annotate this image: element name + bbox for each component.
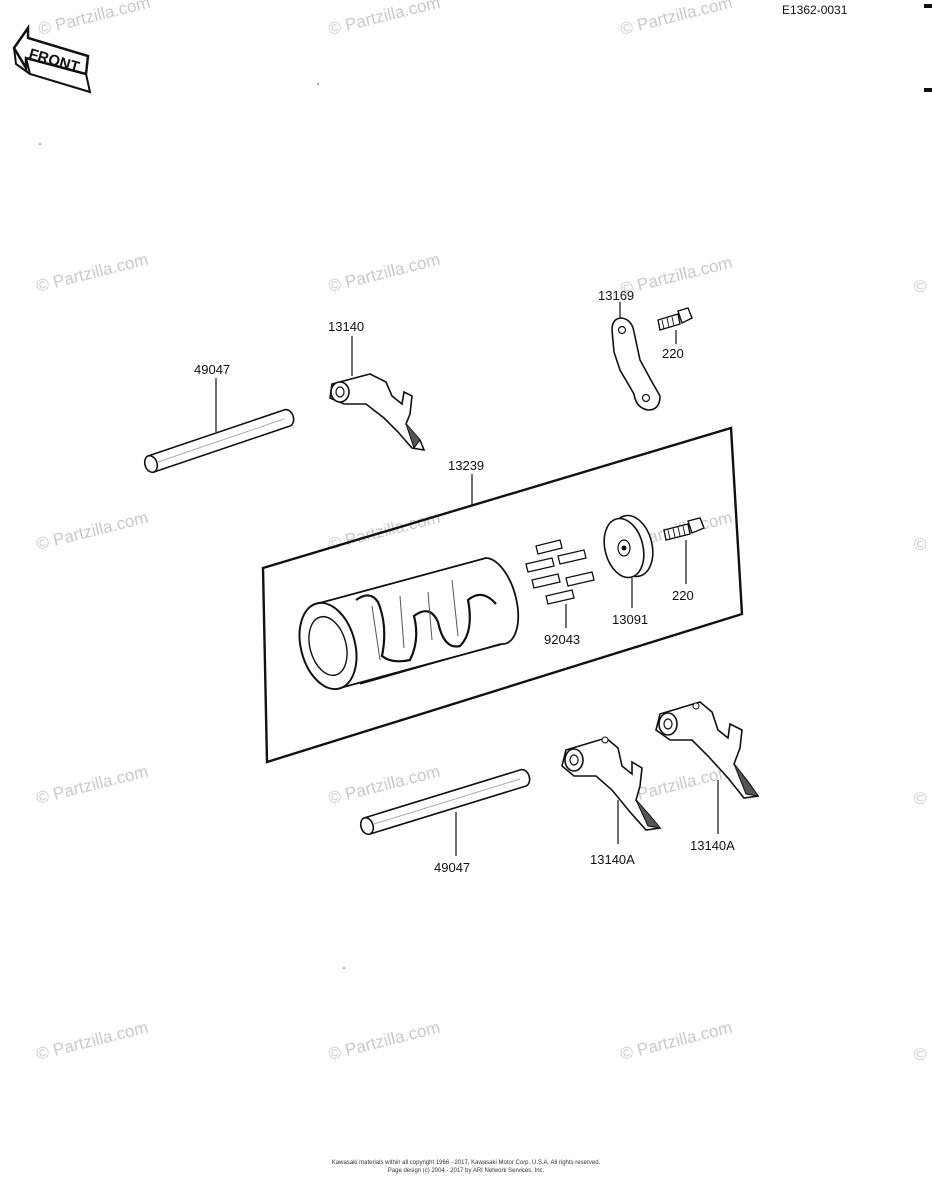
part-label-13169[interactable]: 13169	[598, 288, 634, 303]
part-label-13140[interactable]: 13140	[328, 319, 364, 334]
shift-drum[interactable]	[291, 557, 520, 695]
watermark: ©	[914, 535, 927, 554]
watermark: ©	[914, 789, 927, 808]
footer-copyright: Kawasaki materials within all copyright …	[331, 1160, 601, 1166]
watermark: © Partzilla.com	[618, 253, 734, 299]
watermark: © Partzilla.com	[34, 250, 150, 296]
speck	[39, 143, 41, 145]
part-label-49047-lower[interactable]: 49047	[434, 860, 470, 875]
shift-fork-a-right[interactable]	[655, 701, 760, 799]
front-arrow-icon: FRONT	[12, 24, 92, 94]
watermark: © Partzilla.com	[618, 0, 734, 39]
watermark: ©	[914, 1045, 927, 1064]
watermark: © Partzilla.com	[34, 1018, 150, 1064]
part-label-49047-upper[interactable]: 49047	[194, 362, 230, 377]
shift-fork-a-left[interactable]	[561, 736, 662, 831]
edge-mark	[924, 88, 932, 92]
watermark: © Partzilla.com	[34, 508, 150, 554]
shaft-upper[interactable]	[143, 408, 295, 474]
speck	[317, 83, 319, 85]
part-label-13239[interactable]: 13239	[448, 458, 484, 473]
watermark: © Partzilla.com	[618, 1018, 734, 1064]
watermark: © Partzilla.com	[326, 250, 442, 296]
part-label-220-upper[interactable]: 220	[662, 346, 684, 361]
bolt-lower[interactable]	[663, 517, 705, 541]
watermark: © Partzilla.com	[326, 1018, 442, 1064]
speck	[343, 967, 345, 969]
shaft-lower[interactable]	[359, 768, 531, 836]
holder[interactable]	[598, 511, 659, 582]
watermark: © Partzilla.com	[34, 762, 150, 808]
footer-design: Page design (c) 2004 - 2017 by ARI Netwo…	[387, 1168, 545, 1174]
part-label-92043[interactable]: 92043	[544, 632, 580, 647]
bolt-upper[interactable]	[657, 307, 693, 331]
watermark-layer: © Partzilla.com © Partzilla.com © Partzi…	[34, 0, 927, 1064]
watermark: © Partzilla.com	[36, 0, 152, 39]
watermark: © Partzilla.com	[326, 0, 442, 39]
edge-mark	[924, 4, 932, 8]
drawing-code: E1362-0031	[782, 3, 848, 17]
plate[interactable]	[611, 317, 661, 411]
watermark: ©	[914, 277, 927, 296]
part-label-220-lower[interactable]: 220	[672, 588, 694, 603]
drum-assembly-frame	[261, 426, 744, 764]
pins[interactable]	[525, 539, 595, 605]
part-label-13140A-right[interactable]: 13140A	[690, 838, 735, 853]
shift-fork-upper[interactable]	[329, 373, 426, 452]
part-label-13140A-left[interactable]: 13140A	[590, 852, 635, 867]
part-label-13091[interactable]: 13091	[612, 612, 648, 627]
